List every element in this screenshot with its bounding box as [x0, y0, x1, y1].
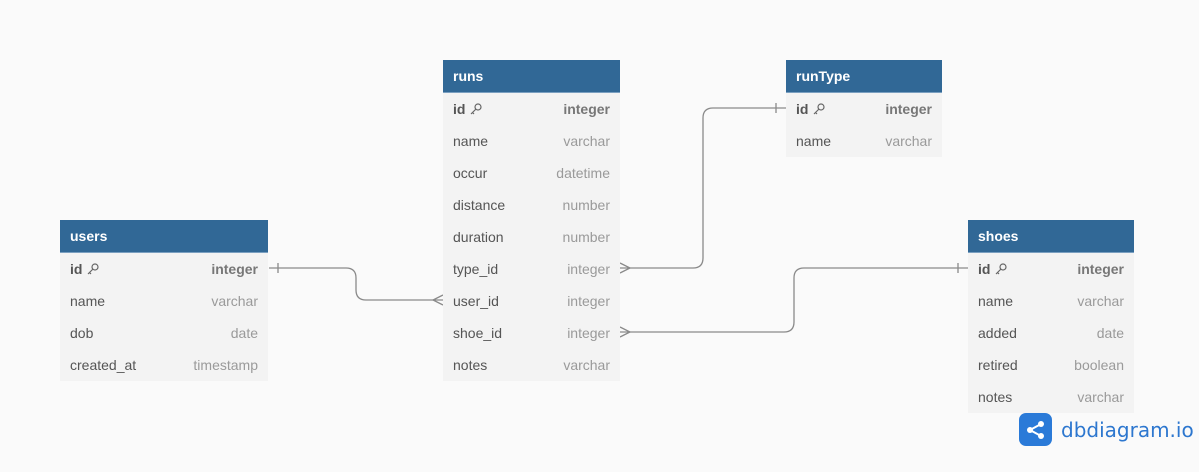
column-name: dob: [70, 325, 94, 341]
column-name: id: [70, 261, 83, 277]
table-row[interactable]: occur datetime: [443, 157, 620, 189]
table-row[interactable]: id integer: [968, 253, 1134, 285]
column-type: integer: [567, 261, 610, 277]
column-type: number: [562, 229, 610, 245]
column-name: added: [978, 325, 1017, 341]
table-row[interactable]: user_id integer: [443, 285, 620, 317]
brand-badge[interactable]: dbdiagram.io: [1019, 413, 1194, 446]
column-name: created_at: [70, 357, 137, 373]
column-type: datetime: [556, 165, 610, 181]
table-row[interactable]: notes varchar: [968, 381, 1134, 413]
table-row[interactable]: id integer: [443, 93, 620, 125]
column-type: integer: [1077, 261, 1124, 277]
column-name: name: [796, 133, 832, 149]
table-header[interactable]: users: [60, 220, 268, 253]
column-name: occur: [453, 165, 488, 181]
table-row[interactable]: duration number: [443, 221, 620, 253]
table-row[interactable]: id integer: [786, 93, 942, 125]
table-row[interactable]: created_at timestamp: [60, 349, 268, 381]
table-row[interactable]: name varchar: [968, 285, 1134, 317]
brand-name: dbdiagram.io: [1061, 417, 1194, 442]
column-type: timestamp: [193, 357, 258, 373]
many-marker: [619, 326, 632, 338]
table-row[interactable]: dob date: [60, 317, 268, 349]
table-row[interactable]: notes varchar: [443, 349, 620, 381]
column-name: name: [70, 293, 106, 309]
relation-users-runs[interactable]: [269, 267, 443, 301]
column-type: integer: [567, 325, 610, 341]
key-icon: [996, 263, 1008, 275]
table-row[interactable]: type_id integer: [443, 253, 620, 285]
table-runs[interactable]: runs id integer name varchar occur datetim…: [443, 60, 620, 381]
table-row[interactable]: added date: [968, 317, 1134, 349]
table-header[interactable]: runType: [786, 60, 942, 93]
table-row[interactable]: shoe_id integer: [443, 317, 620, 349]
table-row[interactable]: distance number: [443, 189, 620, 221]
table-runtype[interactable]: runType id integer name varchar: [786, 60, 942, 157]
table-row[interactable]: id integer: [60, 253, 268, 285]
column-name: id: [796, 101, 809, 117]
many-marker: [619, 262, 632, 274]
column-type: varchar: [563, 357, 610, 373]
column-name: name: [453, 133, 489, 149]
column-name: type_id: [453, 261, 499, 277]
table-row[interactable]: name varchar: [60, 285, 268, 317]
column-type: date: [1096, 325, 1124, 341]
column-type: varchar: [885, 133, 932, 149]
table-row[interactable]: retired boolean: [968, 349, 1134, 381]
column-name: duration: [453, 229, 504, 245]
column-type: boolean: [1074, 357, 1124, 373]
column-name: retired: [978, 357, 1018, 373]
column-type: number: [562, 197, 610, 213]
column-name: distance: [453, 197, 506, 213]
table-header[interactable]: runs: [443, 60, 620, 93]
column-name: notes: [453, 357, 488, 373]
column-name: shoe_id: [453, 325, 503, 341]
column-name: user_id: [453, 293, 499, 309]
table-row[interactable]: name varchar: [443, 125, 620, 157]
column-type: varchar: [1077, 293, 1124, 309]
key-icon: [814, 103, 826, 115]
column-type: integer: [211, 261, 258, 277]
table-row[interactable]: name varchar: [786, 125, 942, 157]
table-shoes[interactable]: shoes id integer name varchar added date r…: [968, 220, 1134, 413]
column-type: integer: [567, 293, 610, 309]
column-name: id: [453, 101, 466, 117]
column-type: varchar: [1077, 389, 1124, 405]
column-name: id: [978, 261, 991, 277]
column-type: varchar: [563, 133, 610, 149]
key-icon: [88, 263, 100, 275]
table-users[interactable]: users id integer name varchar dob date cre…: [60, 220, 268, 381]
key-icon: [471, 103, 483, 115]
column-type: integer: [885, 101, 932, 117]
share-nodes-icon: [1019, 413, 1052, 446]
many-marker: [431, 294, 444, 306]
relation-runs-runtype[interactable]: [620, 107, 786, 269]
table-header[interactable]: shoes: [968, 220, 1134, 253]
column-type: integer: [563, 101, 610, 117]
column-name: name: [978, 293, 1014, 309]
relation-runs-shoes[interactable]: [620, 267, 968, 333]
column-type: date: [230, 325, 258, 341]
column-type: varchar: [211, 293, 258, 309]
column-name: notes: [978, 389, 1013, 405]
